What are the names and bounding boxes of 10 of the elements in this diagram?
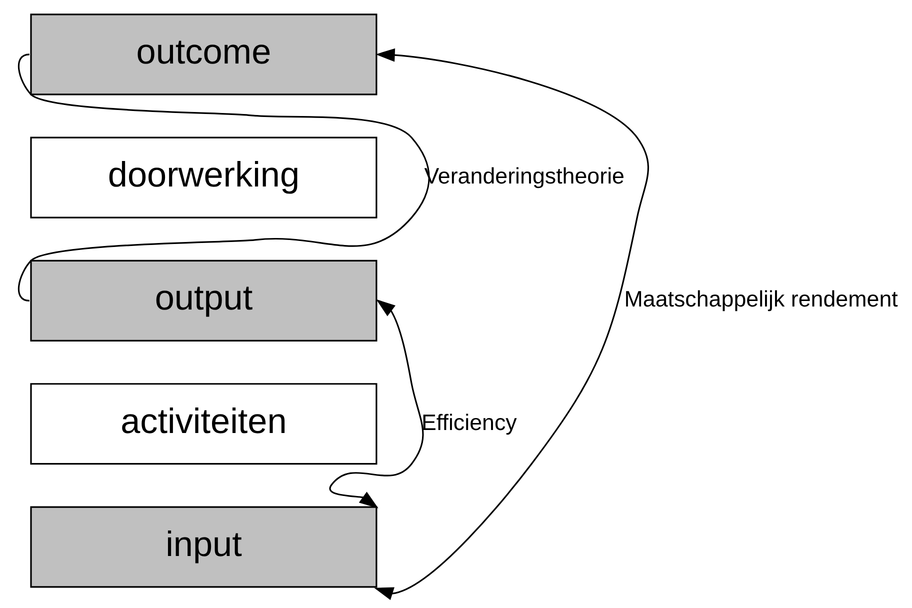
arrow: [374, 48, 648, 600]
node-box: outcome: [30, 14, 377, 96]
node-box: input: [30, 506, 377, 588]
node-box: output: [30, 260, 377, 342]
arrow: [328, 299, 424, 508]
connector: [18, 54, 430, 302]
node-box: doorwerking: [30, 136, 377, 218]
node-box: activiteiten: [30, 383, 377, 465]
edge-label: Efficiency: [421, 410, 516, 435]
edge-label: Maatschappelijk rendement: [624, 286, 898, 312]
